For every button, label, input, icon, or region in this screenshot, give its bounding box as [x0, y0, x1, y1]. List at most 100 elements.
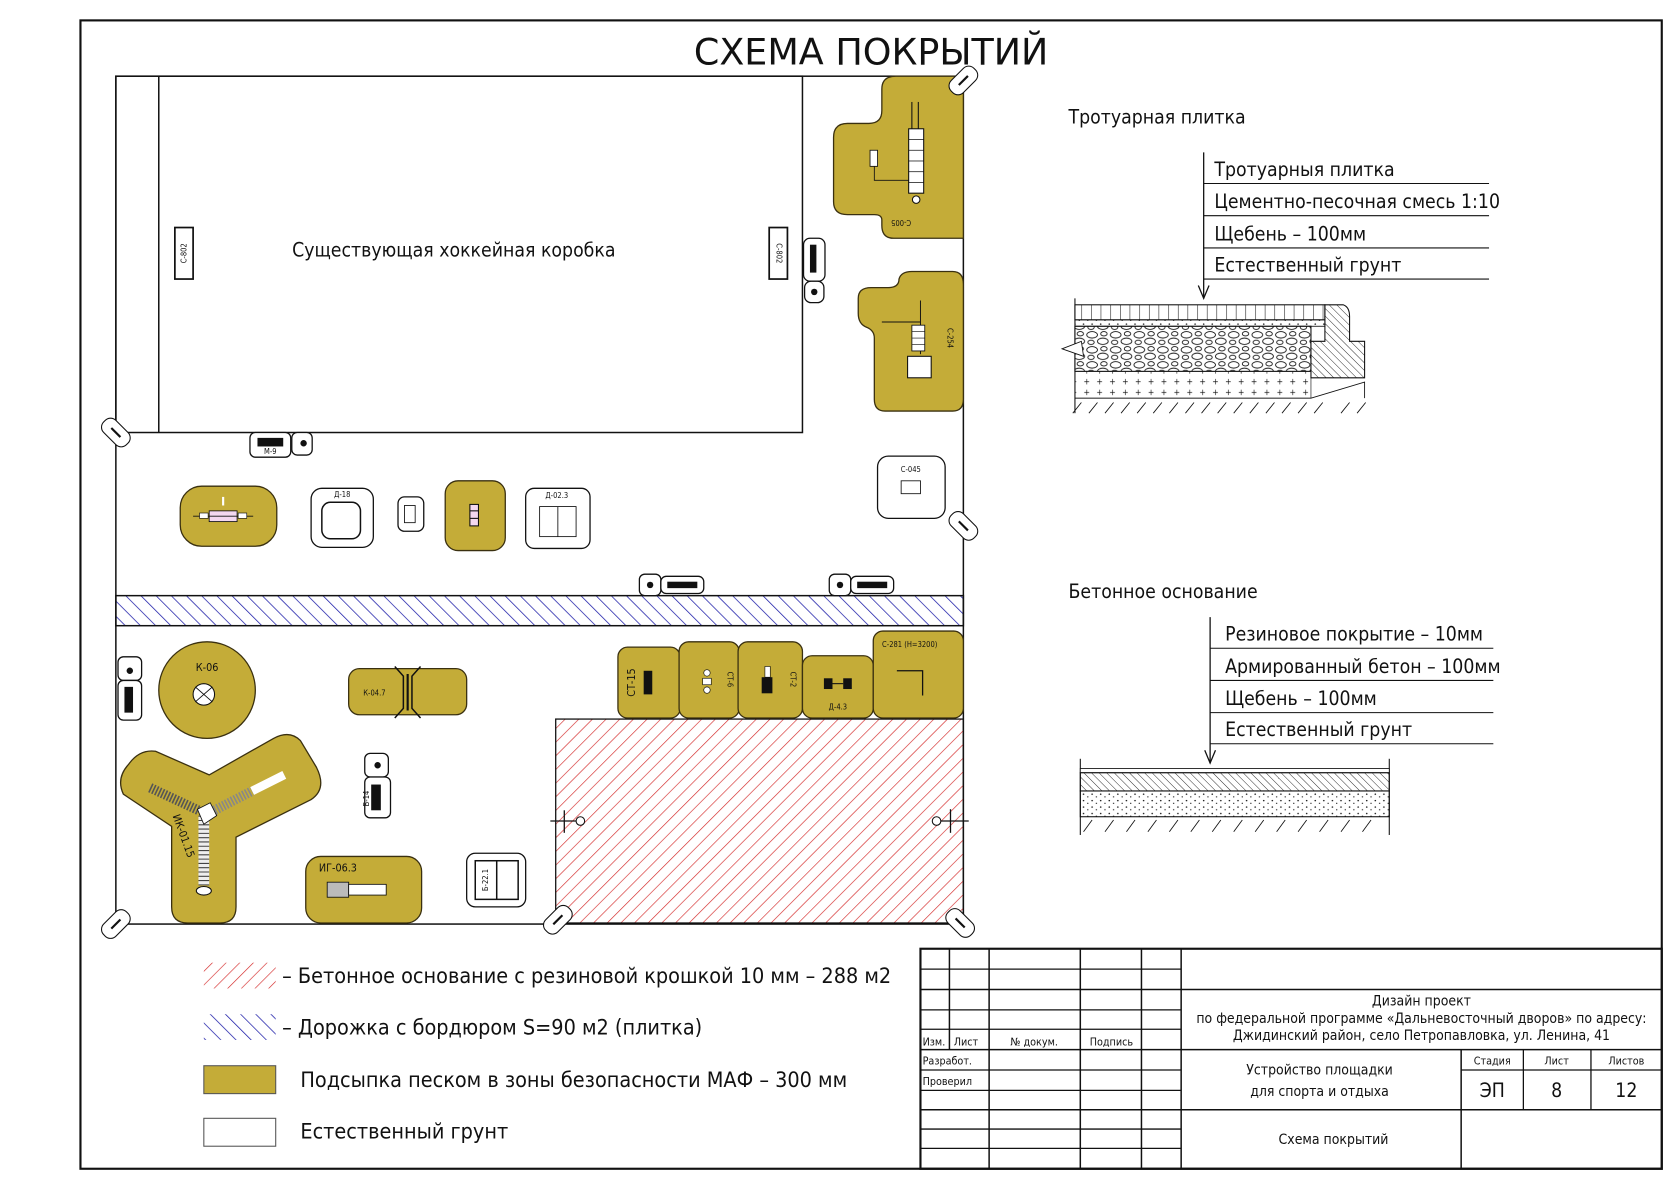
- concrete-layer: Резиновое покрытие – 10мм: [1225, 623, 1483, 646]
- sheet-name: Схема покрытий: [1279, 1132, 1389, 1148]
- sand-zone-d43: Д-4.3: [801, 655, 874, 719]
- legend-item-ground: Естественный грунт: [203, 1117, 508, 1147]
- legend-item-path: – Дорожка с бордюром S=90 м2 (плитка): [203, 1014, 702, 1041]
- corner-marker: [948, 511, 979, 541]
- stage-value: ЭП: [1480, 1079, 1505, 1102]
- sand-zone-ct6: СТ-6: [678, 641, 740, 719]
- lamp-symbol-left: [550, 810, 586, 833]
- role-checked: Проверил: [923, 1075, 972, 1088]
- sand-zone-c281: С-281 (Н=3200): [872, 630, 965, 719]
- lamp-symbol-right: [931, 809, 969, 833]
- legend: – Бетонное основание с резиновой крошкой…: [203, 962, 891, 1147]
- svg-text:С-802: С-802: [775, 243, 784, 263]
- concrete-layer: Естественный грунт: [1225, 718, 1412, 741]
- sheet-title: СХЕМА ПОКРЫТИЙ: [694, 29, 1048, 73]
- concrete-layer: Щебень – 100мм: [1225, 687, 1377, 710]
- equipment-d18: Д-18: [310, 487, 374, 548]
- bench-m9: М-9: [249, 431, 313, 458]
- project-line-1: Дизайн проект: [1372, 994, 1471, 1010]
- section-concrete-title: Бетонное основание: [1069, 580, 1258, 603]
- project-line-3: Джидинский район, село Петропавловка, ул…: [1233, 1028, 1610, 1044]
- bench-left-lower: [117, 656, 143, 721]
- svg-text:Д-02.3: Д-02.3: [545, 491, 568, 500]
- equipment-c045: С-045: [876, 455, 946, 520]
- svg-text:Б-22.1: Б-22.1: [481, 869, 490, 891]
- sand-zone-c005: С-005: [832, 75, 965, 239]
- svg-text:С-254: С-254: [945, 328, 954, 348]
- legend-item-concrete: – Бетонное основание с резиновой крошкой…: [203, 962, 891, 989]
- svg-text:К-06: К-06: [196, 661, 219, 674]
- svg-text:К-04.7: К-04.7: [363, 688, 385, 697]
- sheets-label: Листов: [1608, 1055, 1644, 1068]
- bench-path-1: [638, 573, 705, 597]
- header-doc: № докум.: [1010, 1035, 1058, 1048]
- svg-text:СТ-6: СТ-6: [725, 672, 734, 688]
- legend-text: Естественный грунт: [300, 1120, 508, 1145]
- sand-zone-k06: К-06: [158, 641, 256, 740]
- stage-label: Стадия: [1474, 1055, 1511, 1068]
- equipment-small: [397, 496, 425, 532]
- sand-zone-ladder: [444, 480, 506, 552]
- corner-marker: [100, 909, 131, 939]
- goal-left: С-802: [174, 226, 194, 280]
- sheets-total: 12: [1615, 1079, 1637, 1102]
- corner-marker: [542, 904, 573, 935]
- paved-path-hatch: [115, 594, 965, 627]
- sand-zone-ct15: СТ-15: [617, 646, 681, 719]
- header-list: Лист: [954, 1035, 979, 1048]
- paving-layer: Естественный грунт: [1214, 254, 1401, 277]
- svg-text:М-9: М-9: [264, 447, 277, 456]
- corner-marker: [945, 908, 976, 938]
- legend-swatch-white: [203, 1117, 277, 1147]
- svg-text:СТ-15: СТ-15: [625, 668, 638, 696]
- object-line-1: Устройство площадки: [1246, 1062, 1393, 1078]
- sheet-frame: [79, 19, 1663, 1170]
- paving-layer: Щебень – 100мм: [1214, 222, 1366, 245]
- legend-swatch-red-hatch: [203, 962, 276, 989]
- goal-right: С-802: [768, 226, 789, 280]
- svg-text:Д-4.3: Д-4.3: [829, 702, 847, 711]
- svg-text:ИГ-06.3: ИГ-06.3: [319, 861, 357, 874]
- legend-text: – Дорожка с бордюром S=90 м2 (плитка): [282, 1016, 702, 1041]
- legend-swatch-sand: [203, 1065, 277, 1095]
- sheet-label: Лист: [1544, 1055, 1569, 1068]
- sand-zone-swing: [179, 485, 278, 547]
- section-paving: Тротуарная плитка Тротуарныя плитка Цеме…: [1060, 105, 1500, 414]
- corner-marker: [100, 417, 131, 448]
- svg-text:С-005: С-005: [891, 218, 911, 227]
- legend-item-sand: Подсыпка песком в зоны безопасности МАФ …: [203, 1065, 847, 1095]
- sand-zone-ig063: ИГ-06.3: [305, 855, 423, 924]
- legend-swatch-blue-hatch: [203, 1014, 276, 1040]
- hockey-box-label: Существующая хоккейная коробка: [292, 238, 615, 261]
- project-line-2: по федеральной программе «Дальневосточны…: [1196, 1011, 1646, 1027]
- paving-layer: Цементно-песочная смесь 1:10: [1214, 190, 1500, 213]
- site-plan: Существующая хоккейная коробка С-802 С-8…: [100, 65, 979, 939]
- section-concrete: Бетонное основание Резиновое покрытие – …: [1069, 580, 1501, 835]
- header-sign: Подпись: [1090, 1035, 1134, 1048]
- role-developed: Разработ.: [923, 1055, 972, 1068]
- title-block: Изм. Лист № докум. Подпись Разработ. Про…: [919, 947, 1663, 1170]
- hockey-box: Существующая хоккейная коробка С-802 С-8…: [115, 75, 804, 434]
- sheet-number: 8: [1551, 1079, 1562, 1102]
- concrete-layer: Армированный бетон – 100мм: [1225, 655, 1500, 678]
- rubber-concrete-area: [555, 718, 965, 924]
- bench-card-1: [802, 237, 826, 304]
- legend-text: Подсыпка песком в зоны безопасности МАФ …: [300, 1068, 847, 1093]
- sand-zone-c254: С-254: [857, 270, 965, 412]
- svg-text:Д-18: Д-18: [334, 490, 350, 499]
- bench-middle: Б-14: [362, 752, 392, 819]
- svg-text:Б-14: Б-14: [362, 791, 371, 807]
- svg-text:С-802: С-802: [180, 243, 189, 263]
- svg-text:С-045: С-045: [901, 465, 921, 474]
- corner-marker: [948, 65, 979, 96]
- equipment-b221: Б-22.1: [466, 852, 527, 908]
- header-izm: Изм.: [923, 1035, 946, 1048]
- paving-layer: Тротуарныя плитка: [1213, 158, 1394, 181]
- equipment-d023: Д-02.3: [525, 487, 591, 550]
- svg-text:С-281 (Н=3200): С-281 (Н=3200): [882, 640, 938, 649]
- sand-zone-ik0115: ИК-01.15: [119, 733, 322, 924]
- sand-zone-k047: К-04.7: [348, 665, 468, 719]
- svg-text:СТ-2: СТ-2: [789, 672, 798, 688]
- legend-text: – Бетонное основание с резиновой крошкой…: [282, 964, 891, 989]
